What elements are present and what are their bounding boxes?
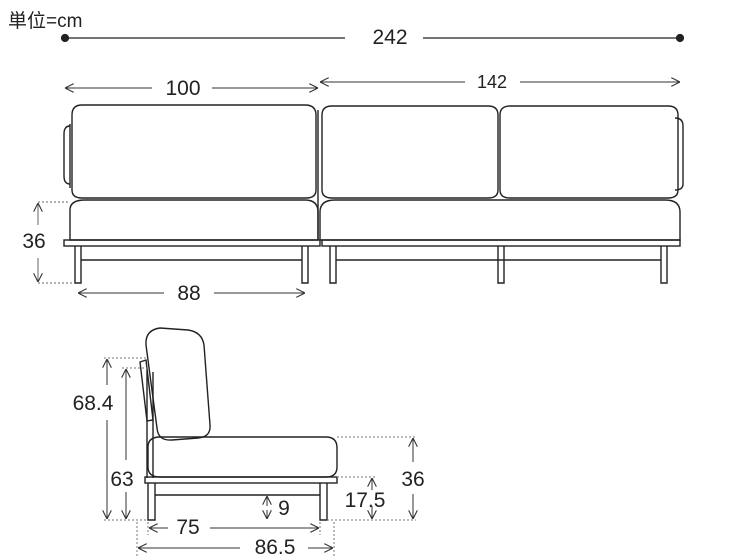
side-view-sofa (139, 327, 338, 521)
total-width-label: 242 (372, 26, 407, 49)
unit-note: 単位=cm (8, 10, 82, 32)
one-seater-width-label: 100 (165, 77, 200, 100)
leg-clearance-label: 9 (278, 497, 290, 520)
seat-depth-label: 75 (176, 516, 199, 539)
total-width-dimension (60, 33, 685, 43)
back-height-label: 68.4 (73, 392, 114, 415)
front-view-sofa (63, 104, 684, 284)
seat-base-height-label: 17.5 (345, 489, 386, 512)
front-seat-height-label: 36 (22, 230, 45, 253)
inner-width-label: 88 (177, 282, 200, 305)
side-seat-height-label: 36 (401, 468, 424, 491)
side-guides (104, 357, 416, 556)
frame-height-label: 63 (110, 468, 133, 491)
two-seater-width-label: 142 (477, 72, 507, 92)
total-depth-label: 86.5 (255, 536, 296, 559)
front-seat-height-dimension (38, 201, 75, 284)
